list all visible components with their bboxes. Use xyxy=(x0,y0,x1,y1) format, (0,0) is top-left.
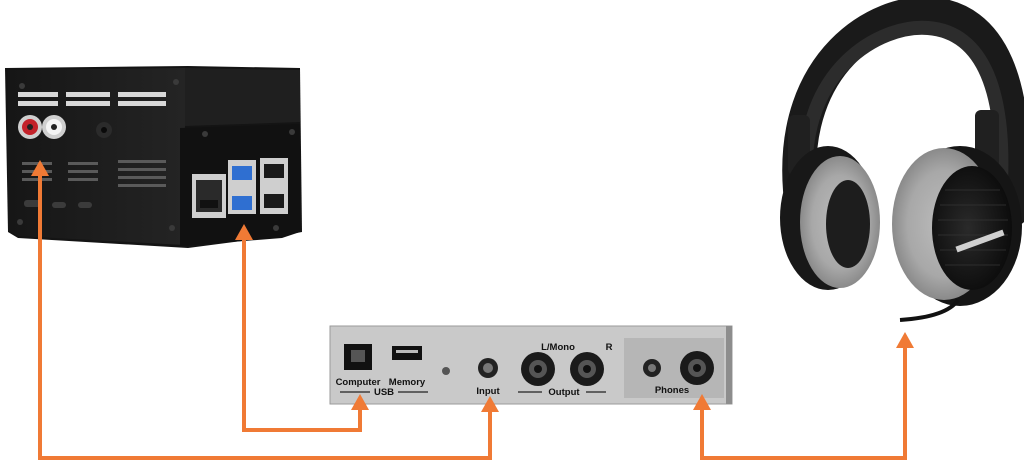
arrow-up-input xyxy=(481,396,499,412)
input-label: Input xyxy=(476,386,500,397)
arrowheads xyxy=(31,160,914,412)
ethernet-port xyxy=(192,174,226,218)
usb-to-computer-line xyxy=(242,238,362,432)
usb2-ports xyxy=(260,158,288,214)
output-jacks xyxy=(521,352,604,386)
arrow-up-computer xyxy=(351,394,369,410)
arrow-up-rca xyxy=(31,160,49,176)
lmono-label: L/Mono xyxy=(541,342,575,353)
usb-b-port xyxy=(344,344,372,370)
mini-pc-device xyxy=(5,66,302,248)
phones-jacks xyxy=(643,351,714,385)
phones-label: Phones xyxy=(655,385,689,396)
usb-a-port xyxy=(392,346,422,360)
r-label: R xyxy=(606,342,613,353)
input-jack xyxy=(478,358,498,378)
memory-label: Memory xyxy=(389,377,426,388)
connection-lines xyxy=(38,174,907,460)
usb3-ports xyxy=(228,160,256,214)
output-label: Output xyxy=(548,387,580,398)
audio-interface-panel: Computer Memory USB Input L/Mono R Outpu… xyxy=(329,325,733,405)
computer-label: Computer xyxy=(336,377,381,388)
rca-to-input-line xyxy=(38,174,492,460)
arrow-up-usb xyxy=(235,224,253,240)
arrow-up-phones xyxy=(693,394,711,410)
phones-to-headphones-line xyxy=(700,347,907,460)
headphones-device xyxy=(780,0,1024,322)
rca-jacks xyxy=(18,115,112,139)
usb-group-label: USB xyxy=(374,387,394,398)
arrow-up-headphones xyxy=(896,332,914,348)
